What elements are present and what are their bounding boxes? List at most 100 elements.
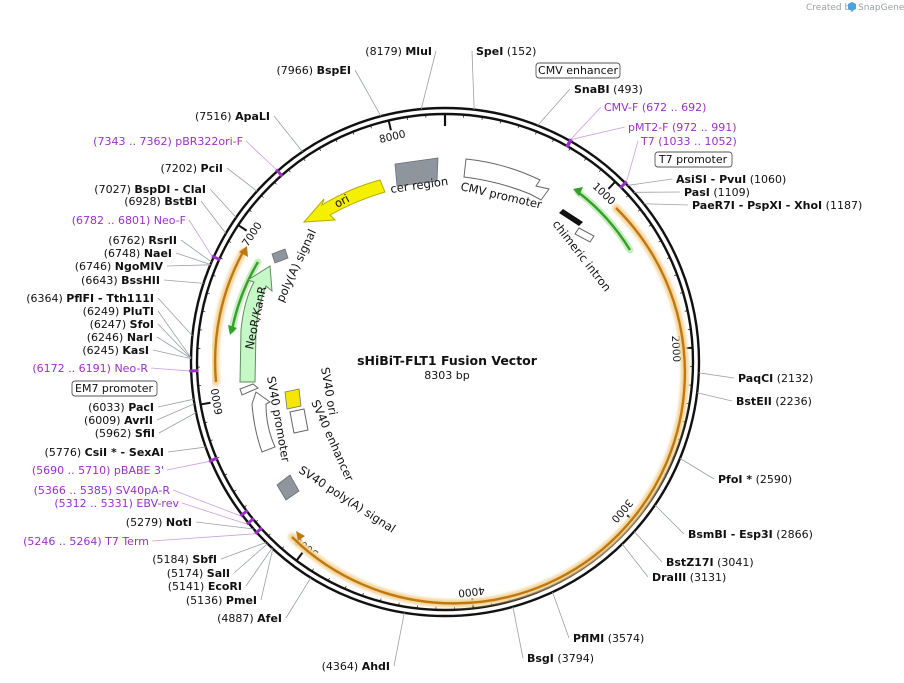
site-label: SpeI (152) bbox=[476, 45, 536, 58]
tick-minor bbox=[568, 147, 571, 151]
primer-label: pMT2-F (972 .. 991) bbox=[628, 121, 737, 134]
tick-minor bbox=[658, 240, 662, 243]
label-chimeric-intron: chimeric intron bbox=[550, 217, 614, 294]
tick-minor bbox=[686, 403, 690, 405]
orf-halo-main bbox=[288, 204, 689, 608]
site-label: (5962) SfiI bbox=[95, 427, 155, 440]
site-leader bbox=[220, 541, 267, 560]
em7-promoter-arrow bbox=[239, 383, 259, 396]
orf-arrowhead-main bbox=[296, 531, 305, 541]
primer-label: (5690 .. 5710) pBABE 3' bbox=[32, 464, 164, 477]
primer-leader bbox=[626, 140, 639, 182]
tick-minor bbox=[362, 592, 364, 596]
primer-leader bbox=[181, 502, 248, 525]
primer-label: (6782 .. 6801) Neo-F bbox=[72, 214, 186, 227]
green-arrowhead-neo bbox=[228, 325, 237, 335]
site-label: (7202) PciI bbox=[160, 162, 223, 175]
tick-minor bbox=[352, 131, 355, 135]
t7-promoter-box bbox=[654, 151, 733, 168]
site-leader bbox=[163, 279, 204, 284]
tick-minor bbox=[311, 568, 314, 572]
tick-label: 4000 bbox=[457, 584, 485, 599]
site-leader bbox=[471, 50, 475, 110]
tick-minor bbox=[625, 194, 629, 198]
tick-minor bbox=[648, 224, 652, 227]
tick-minor bbox=[535, 131, 537, 135]
primer-labels: CMV-F (672 .. 692)pMT2-F (972 .. 991)T7 … bbox=[23, 101, 737, 548]
primer-label: (6172 .. 6191) Neo-R bbox=[32, 362, 148, 375]
site-label: (5174) SalI bbox=[167, 567, 230, 580]
cmv-promoter-arrow bbox=[463, 158, 550, 201]
tick-minor bbox=[680, 292, 684, 294]
primer-mark bbox=[565, 138, 573, 149]
tick-minor bbox=[327, 577, 330, 581]
site-label: (5136) PmeI bbox=[186, 594, 257, 607]
tick-major bbox=[295, 552, 304, 562]
label-ori: ori bbox=[332, 191, 352, 210]
tick-minor bbox=[248, 209, 252, 212]
site-leader bbox=[420, 50, 437, 110]
site-label: (6249) PluTI bbox=[83, 305, 154, 318]
tick-minor bbox=[370, 125, 372, 129]
primer-leader bbox=[172, 489, 241, 517]
site-leader bbox=[679, 458, 715, 480]
tick-minor bbox=[552, 138, 555, 142]
sv40-enhancer-block bbox=[289, 408, 309, 434]
site-leader bbox=[175, 252, 211, 265]
site-leader bbox=[285, 577, 312, 619]
site-label: PfoI * (2590) bbox=[718, 473, 792, 486]
site-leader bbox=[226, 167, 258, 192]
site-label: (4887) AfeI bbox=[217, 612, 282, 625]
site-label: DraIII (3131) bbox=[652, 571, 726, 584]
tick-minor bbox=[274, 181, 277, 185]
tick-minor bbox=[666, 257, 670, 259]
tick-minor bbox=[584, 157, 587, 161]
em7-promoter-box bbox=[71, 380, 158, 397]
tick-label: 8000 bbox=[378, 128, 407, 146]
snapgene-credit: Created by SnapGene bbox=[806, 2, 904, 13]
green-arrowhead-intron bbox=[573, 187, 583, 196]
tick-major bbox=[237, 224, 248, 232]
primer-leader bbox=[570, 106, 602, 140]
tick-minor bbox=[517, 125, 520, 129]
intron-segment bbox=[574, 227, 595, 243]
tick-minor bbox=[318, 148, 322, 152]
site-leader bbox=[537, 88, 571, 126]
chimeric-intron-mark bbox=[559, 209, 583, 226]
tick-minor bbox=[219, 257, 223, 260]
sv40-polya-block bbox=[276, 474, 300, 501]
site-leader bbox=[643, 203, 689, 206]
site-leader bbox=[633, 531, 663, 563]
site-label: (6643) BssHII bbox=[81, 274, 160, 287]
primer-leader bbox=[188, 219, 213, 257]
sv40-ori-block bbox=[284, 388, 302, 410]
primer-mark bbox=[619, 180, 628, 189]
site-label: SnaBI (493) bbox=[574, 83, 643, 96]
tick-minor bbox=[303, 158, 306, 162]
site-label: (4364) AhdI bbox=[322, 660, 390, 673]
primer-mark bbox=[254, 526, 263, 535]
site-label: (6245) KasI bbox=[82, 344, 149, 357]
neor-kanr-arrow bbox=[239, 265, 273, 383]
site-label: (6762) RsrII bbox=[108, 234, 177, 247]
orf-line-main bbox=[291, 207, 687, 605]
site-leader bbox=[245, 547, 273, 587]
site-label: PasI (1109) bbox=[684, 186, 750, 199]
tick-minor bbox=[212, 274, 216, 277]
plasmid-size: 8303 bp bbox=[424, 369, 469, 382]
orf-line-neo bbox=[213, 251, 245, 383]
primer-leader bbox=[245, 140, 277, 170]
tick-minor bbox=[674, 274, 678, 277]
tick-minor bbox=[499, 120, 502, 124]
site-label: BsmBI - Esp3I (2866) bbox=[688, 528, 813, 541]
primer-mark bbox=[245, 517, 255, 526]
primer-leader bbox=[150, 367, 190, 372]
site-leader bbox=[152, 349, 192, 359]
tick-minor bbox=[233, 489, 237, 492]
tick-label: 7000 bbox=[240, 220, 265, 249]
site-label: (5776) CsiI * - SexAI bbox=[45, 446, 164, 459]
label-polya-signal: poly(A) signal bbox=[273, 227, 319, 304]
site-label: PaqCI (2132) bbox=[738, 372, 813, 385]
